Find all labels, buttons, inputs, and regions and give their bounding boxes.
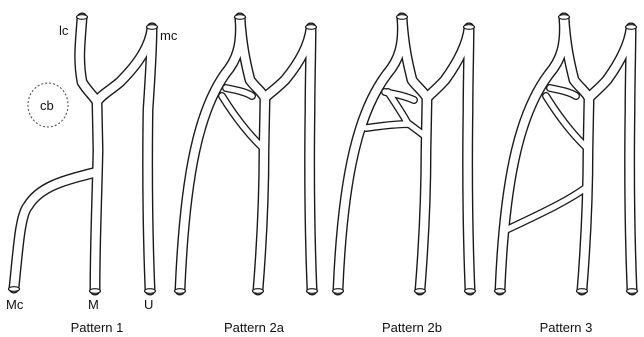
panel-label-pattern-3: Pattern 3 bbox=[540, 320, 593, 335]
label-cb: cb bbox=[40, 98, 54, 113]
label-M: M bbox=[88, 297, 99, 312]
label-mc: mc bbox=[160, 28, 178, 43]
panel-label-pattern-1: Pattern 1 bbox=[71, 320, 124, 335]
label-Mc: Mc bbox=[6, 297, 24, 312]
panel-label-pattern-2b: Pattern 2b bbox=[382, 320, 442, 335]
panel-label-pattern-2a: Pattern 2a bbox=[224, 320, 285, 335]
panel-pattern-2b: Pattern 2b bbox=[333, 15, 476, 335]
tube-fills-pattern-1 bbox=[14, 18, 152, 290]
panel-pattern-1: lc mc cb Mc M U Pattern 1 bbox=[6, 15, 178, 335]
panel-pattern-2a: Pattern 2a bbox=[175, 15, 318, 335]
label-U: U bbox=[144, 297, 153, 312]
label-lc: lc bbox=[59, 23, 69, 38]
panel-pattern-3: Pattern 3 bbox=[495, 15, 638, 335]
